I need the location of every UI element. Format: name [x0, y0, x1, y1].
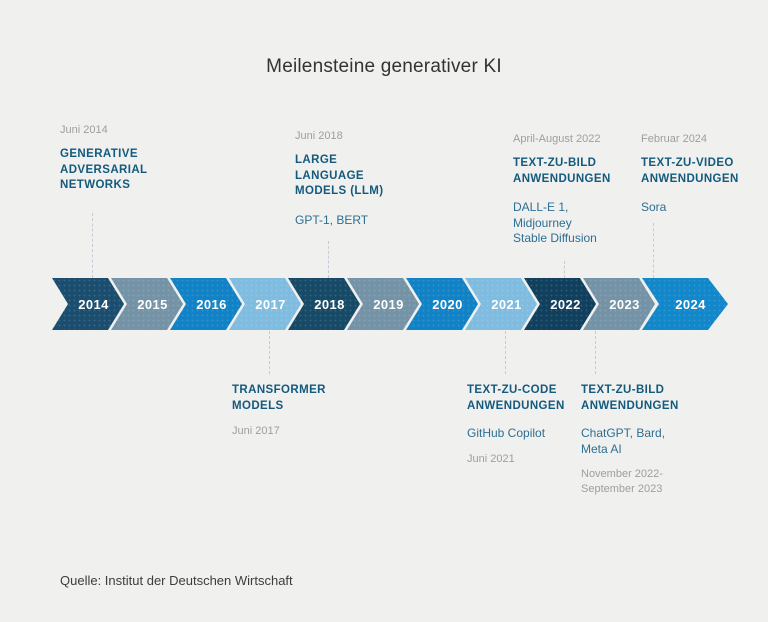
- year-label: 2021: [491, 296, 522, 312]
- year-label: 2022: [550, 296, 581, 312]
- milestone-examples: GPT-1, BERT: [295, 212, 369, 227]
- milestone-date: Februar 2024: [641, 133, 708, 145]
- year-label: 2017: [255, 296, 286, 312]
- milestone-examples: GitHub Copilot: [467, 426, 546, 440]
- connector-line: [653, 223, 654, 278]
- milestone-date: Juni 2017: [232, 425, 280, 437]
- milestone-date: Juni 2021: [467, 452, 515, 465]
- milestone-text-zu-bild-top: April-August 2022 TEXT-ZU-BILD ANWENDUNG…: [513, 132, 643, 247]
- connector-line: [564, 261, 565, 278]
- year-label: 2016: [196, 296, 227, 312]
- milestone-text-zu-video: Februar 2024 TEXT-ZU-VIDEO ANWENDUNGEN S…: [641, 132, 761, 216]
- year-label: 2014: [78, 296, 109, 312]
- milestone-examples: ChatGPT, Bard, Meta AI: [581, 426, 666, 456]
- milestone-title: TEXT-ZU-VIDEO ANWENDUNGEN: [641, 157, 739, 185]
- milestone-transformer-models: TRANSFORMER MODELS Juni 2017: [232, 383, 372, 439]
- milestone-title: TEXT-ZU-BILD ANWENDUNGEN: [581, 384, 679, 412]
- source-attribution: Quelle: Institut der Deutschen Wirtschaf…: [60, 573, 293, 588]
- year-chevron-2014: 2014: [52, 278, 124, 330]
- year-chevron-2015: 2015: [111, 278, 183, 330]
- year-label: 2020: [432, 296, 463, 312]
- milestone-text-zu-code: TEXT-ZU-CODE ANWENDUNGEN GitHub Copilot …: [467, 383, 597, 467]
- year-chevron-2019: 2019: [347, 278, 419, 330]
- connector-line: [505, 331, 506, 374]
- milestone-title: GENERATIVE ADVERSARIAL NETWORKS: [60, 148, 148, 191]
- year-label: 2018: [314, 296, 345, 312]
- milestone-text-zu-bild-bottom: TEXT-ZU-BILD ANWENDUNGEN ChatGPT, Bard, …: [581, 383, 721, 497]
- timeline: 2014 2015 2016 2017 2018 2019 2020 2021 2022 2023…: [52, 278, 742, 330]
- connector-line: [595, 331, 596, 374]
- year-chevron-2017: 2017: [229, 278, 301, 330]
- year-label: 2015: [137, 296, 168, 312]
- year-label: 2019: [373, 296, 404, 312]
- milestone-examples: Sora: [641, 200, 667, 214]
- milestone-date: April-August 2022: [513, 133, 601, 145]
- milestone-date: November 2022- September 2023: [581, 468, 663, 495]
- milestone-examples: DALL-E 1, Midjourney Stable Diffusion: [513, 200, 597, 245]
- milestone-title: TRANSFORMER MODELS: [232, 384, 326, 412]
- connector-line: [328, 241, 329, 278]
- milestone-title: LARGE LANGUAGE MODELS (LLM): [295, 154, 384, 197]
- milestone-generative-adversarial-networks: Juni 2014 GENERATIVE ADVERSARIAL NETWORK…: [60, 123, 200, 194]
- milestone-date: Juni 2018: [295, 130, 343, 142]
- year-label: 2023: [609, 296, 640, 312]
- connector-line: [92, 213, 93, 278]
- year-chevron-2022: 2022: [524, 278, 596, 330]
- milestone-large-language-models: Juni 2018 LARGE LANGUAGE MODELS (LLM) GP…: [295, 129, 435, 228]
- milestone-title: TEXT-ZU-CODE ANWENDUNGEN: [467, 384, 565, 412]
- milestone-title: TEXT-ZU-BILD ANWENDUNGEN: [513, 157, 611, 185]
- connector-line: [269, 331, 270, 374]
- year-label: 2024: [675, 296, 706, 312]
- page-title: Meilensteine generativer KI: [266, 56, 502, 77]
- milestone-date: Juni 2014: [60, 124, 108, 136]
